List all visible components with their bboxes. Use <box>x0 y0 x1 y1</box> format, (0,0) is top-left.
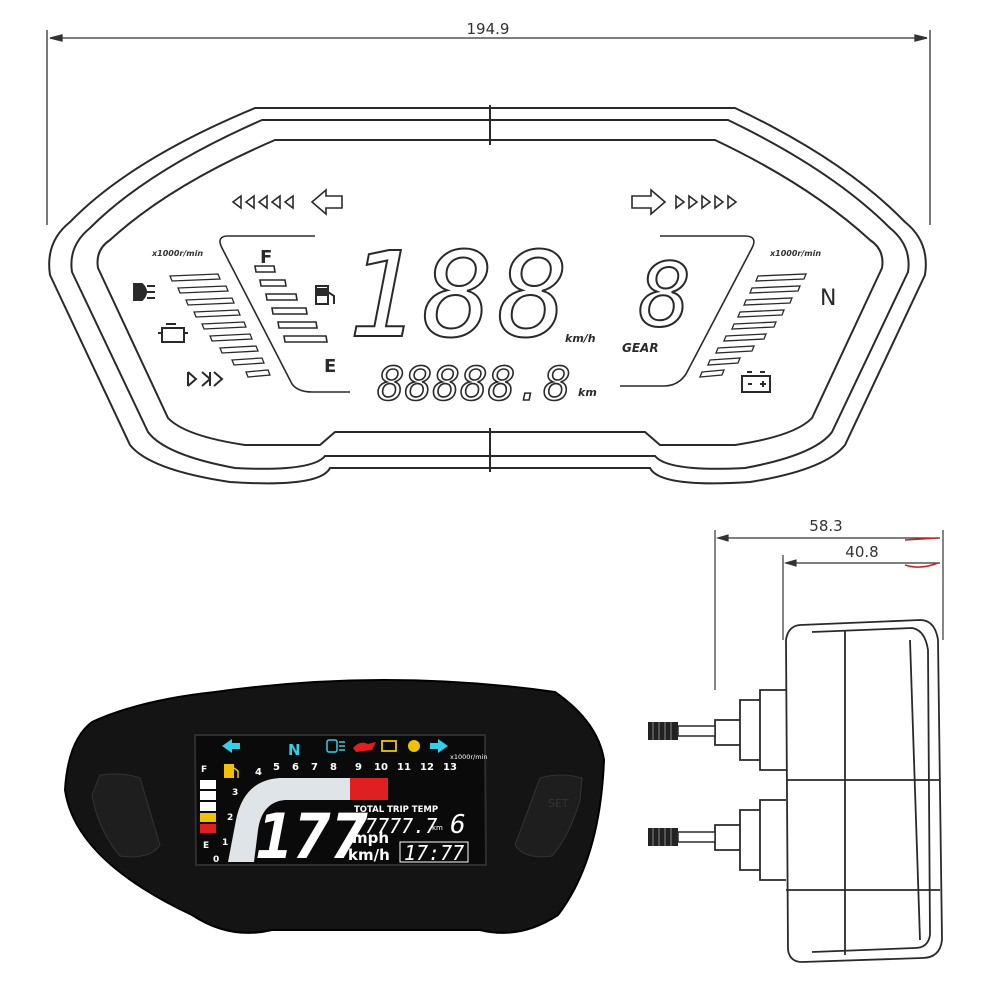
headlight-icon-lcd <box>326 739 345 753</box>
rpm-sweep-bar <box>228 778 350 862</box>
rpm-label-2: 2 <box>227 813 233 823</box>
depth-total-label: 58.3 <box>809 517 842 535</box>
left-turn-signal-lcd <box>222 739 240 753</box>
right-tachometer-bracket <box>620 235 755 387</box>
set-button-label: SET <box>548 797 569 810</box>
gauge-photo: SET N x1000r/min 0 1 2 3 4 5 6 7 8 9 10 … <box>63 679 606 934</box>
clock-frame <box>399 841 469 863</box>
rpm-label-1: 1 <box>222 838 228 848</box>
depth-body-label: 40.8 <box>845 543 878 561</box>
clock-lcd: 17:77 <box>404 841 464 865</box>
info-mode-labels: TOTAL TRIP TEMP <box>354 805 438 815</box>
left-turn-indicator-outline <box>231 188 343 216</box>
side-depth-dimensions <box>714 530 944 690</box>
oil-pressure-icon-lcd <box>353 742 376 752</box>
rpm-label-8: 8 <box>330 762 337 773</box>
rpm-label-9: 9 <box>355 762 362 773</box>
mounting-bolts <box>648 722 716 846</box>
neutral-indicator-outline: N <box>820 286 836 311</box>
left-tachometer-segments <box>169 273 271 378</box>
rpm-label-10: 10 <box>374 762 388 773</box>
rpm-label-0: 0 <box>213 855 219 865</box>
abs-icon-lcd <box>408 740 420 752</box>
fuel-pump-icon-lcd <box>224 764 239 778</box>
fuel-pump-icon <box>315 285 335 305</box>
right-turn-signal-lcd <box>430 739 448 753</box>
set-control-button[interactable] <box>514 774 583 858</box>
gear-label-outline: GEAR <box>622 341 659 355</box>
speed-unit-kmh: km/h <box>348 846 390 864</box>
odometer-unit-lcd: km <box>432 824 443 832</box>
engine-check-icon-lcd <box>381 740 397 752</box>
rpm-label-5: 5 <box>273 762 280 773</box>
red-mark-bottom <box>904 562 939 568</box>
gear-digit-lcd: 6 <box>450 810 466 840</box>
rpm-unit-lcd: x1000r/min <box>450 753 488 761</box>
right-tachometer-segments <box>699 273 807 378</box>
speed-digits-outline: 188 <box>347 226 572 364</box>
red-mark-top <box>904 537 939 541</box>
rpm-label-11: 11 <box>397 762 411 773</box>
rpm-label-12: 12 <box>420 762 434 773</box>
right-rpm-scale-label: x1000r/min <box>769 249 821 258</box>
speed-unit-mph: mph <box>352 829 389 847</box>
fuel-level-bars-lcd <box>200 780 216 833</box>
rpm-label-13: 13 <box>443 762 457 773</box>
headlight-icon <box>133 283 155 301</box>
speed-unit-outline: km/h <box>565 332 596 345</box>
left-rpm-scale-label: x1000r/min <box>151 249 203 258</box>
rpm-label-7: 7 <box>311 762 318 773</box>
speed-digits-lcd: 177 <box>256 800 369 873</box>
rpm-label-6: 6 <box>292 762 299 773</box>
fuel-empty-label: E <box>324 356 336 377</box>
battery-icon <box>741 371 771 393</box>
odometer-lcd: 77777.7 <box>353 814 437 838</box>
front-width-dimension <box>46 30 931 225</box>
odometer-outline: 88888.8 <box>377 357 571 411</box>
left-control-button[interactable] <box>91 773 161 858</box>
odometer-unit-outline: km <box>578 386 597 399</box>
side-view-housing <box>714 619 943 963</box>
fuel-empty-label-lcd: E <box>203 841 209 851</box>
neutral-indicator-lcd: N <box>288 741 301 759</box>
width-dimension-label: 194.9 <box>467 20 510 38</box>
gear-digit-outline: 8 <box>639 244 692 347</box>
right-turn-indicator-outline <box>631 188 738 216</box>
rpm-label-4: 4 <box>255 767 262 778</box>
fuel-full-label-lcd: F <box>201 765 207 775</box>
engine-check-icon <box>158 323 188 343</box>
high-beam-icon <box>187 371 224 387</box>
front-outline-housing <box>48 105 927 485</box>
rpm-label-3: 3 <box>232 788 238 798</box>
fuel-full-label: F <box>260 247 272 268</box>
fuel-gauge-outline <box>219 235 350 393</box>
rpm-redline-segment <box>350 778 388 800</box>
